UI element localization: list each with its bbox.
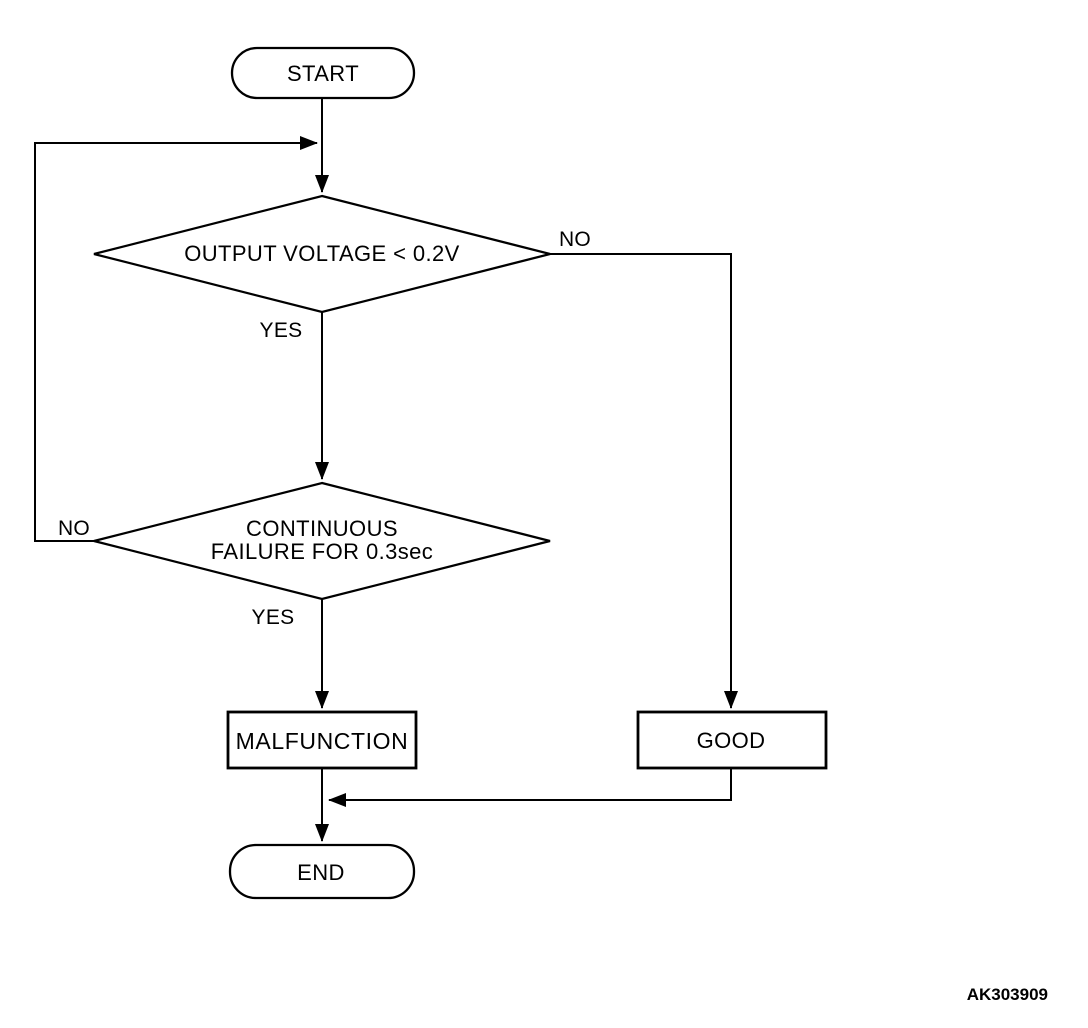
end-label: END	[297, 860, 345, 885]
voltage-decision-node	[93, 194, 551, 314]
figure-id-label: AK303909	[967, 985, 1048, 1004]
end-node	[228, 843, 416, 900]
voltage-no-label: NO	[559, 228, 591, 251]
failure-no-label: NO	[58, 517, 90, 540]
voltage-yes-label: YES	[260, 319, 303, 342]
failure-decision-label-line2: FAILURE FOR 0.3sec	[211, 539, 433, 564]
edge-failure-no-loop-back	[34, 136, 318, 542]
good-label: GOOD	[697, 728, 766, 753]
failure-decision-node	[93, 481, 551, 601]
edge-voltage-no-to-good	[550, 253, 738, 709]
start-label: START	[287, 61, 359, 86]
good-node	[636, 710, 828, 770]
start-node	[230, 46, 416, 100]
malfunction-label: MALFUNCTION	[236, 728, 409, 754]
edge-good-to-merge	[328, 768, 732, 807]
failure-decision-label-line1: CONTINUOUS	[246, 516, 398, 541]
malfunction-node	[226, 710, 418, 770]
voltage-decision-label: OUTPUT VOLTAGE < 0.2V	[184, 241, 460, 266]
failure-yes-label: YES	[252, 606, 295, 629]
